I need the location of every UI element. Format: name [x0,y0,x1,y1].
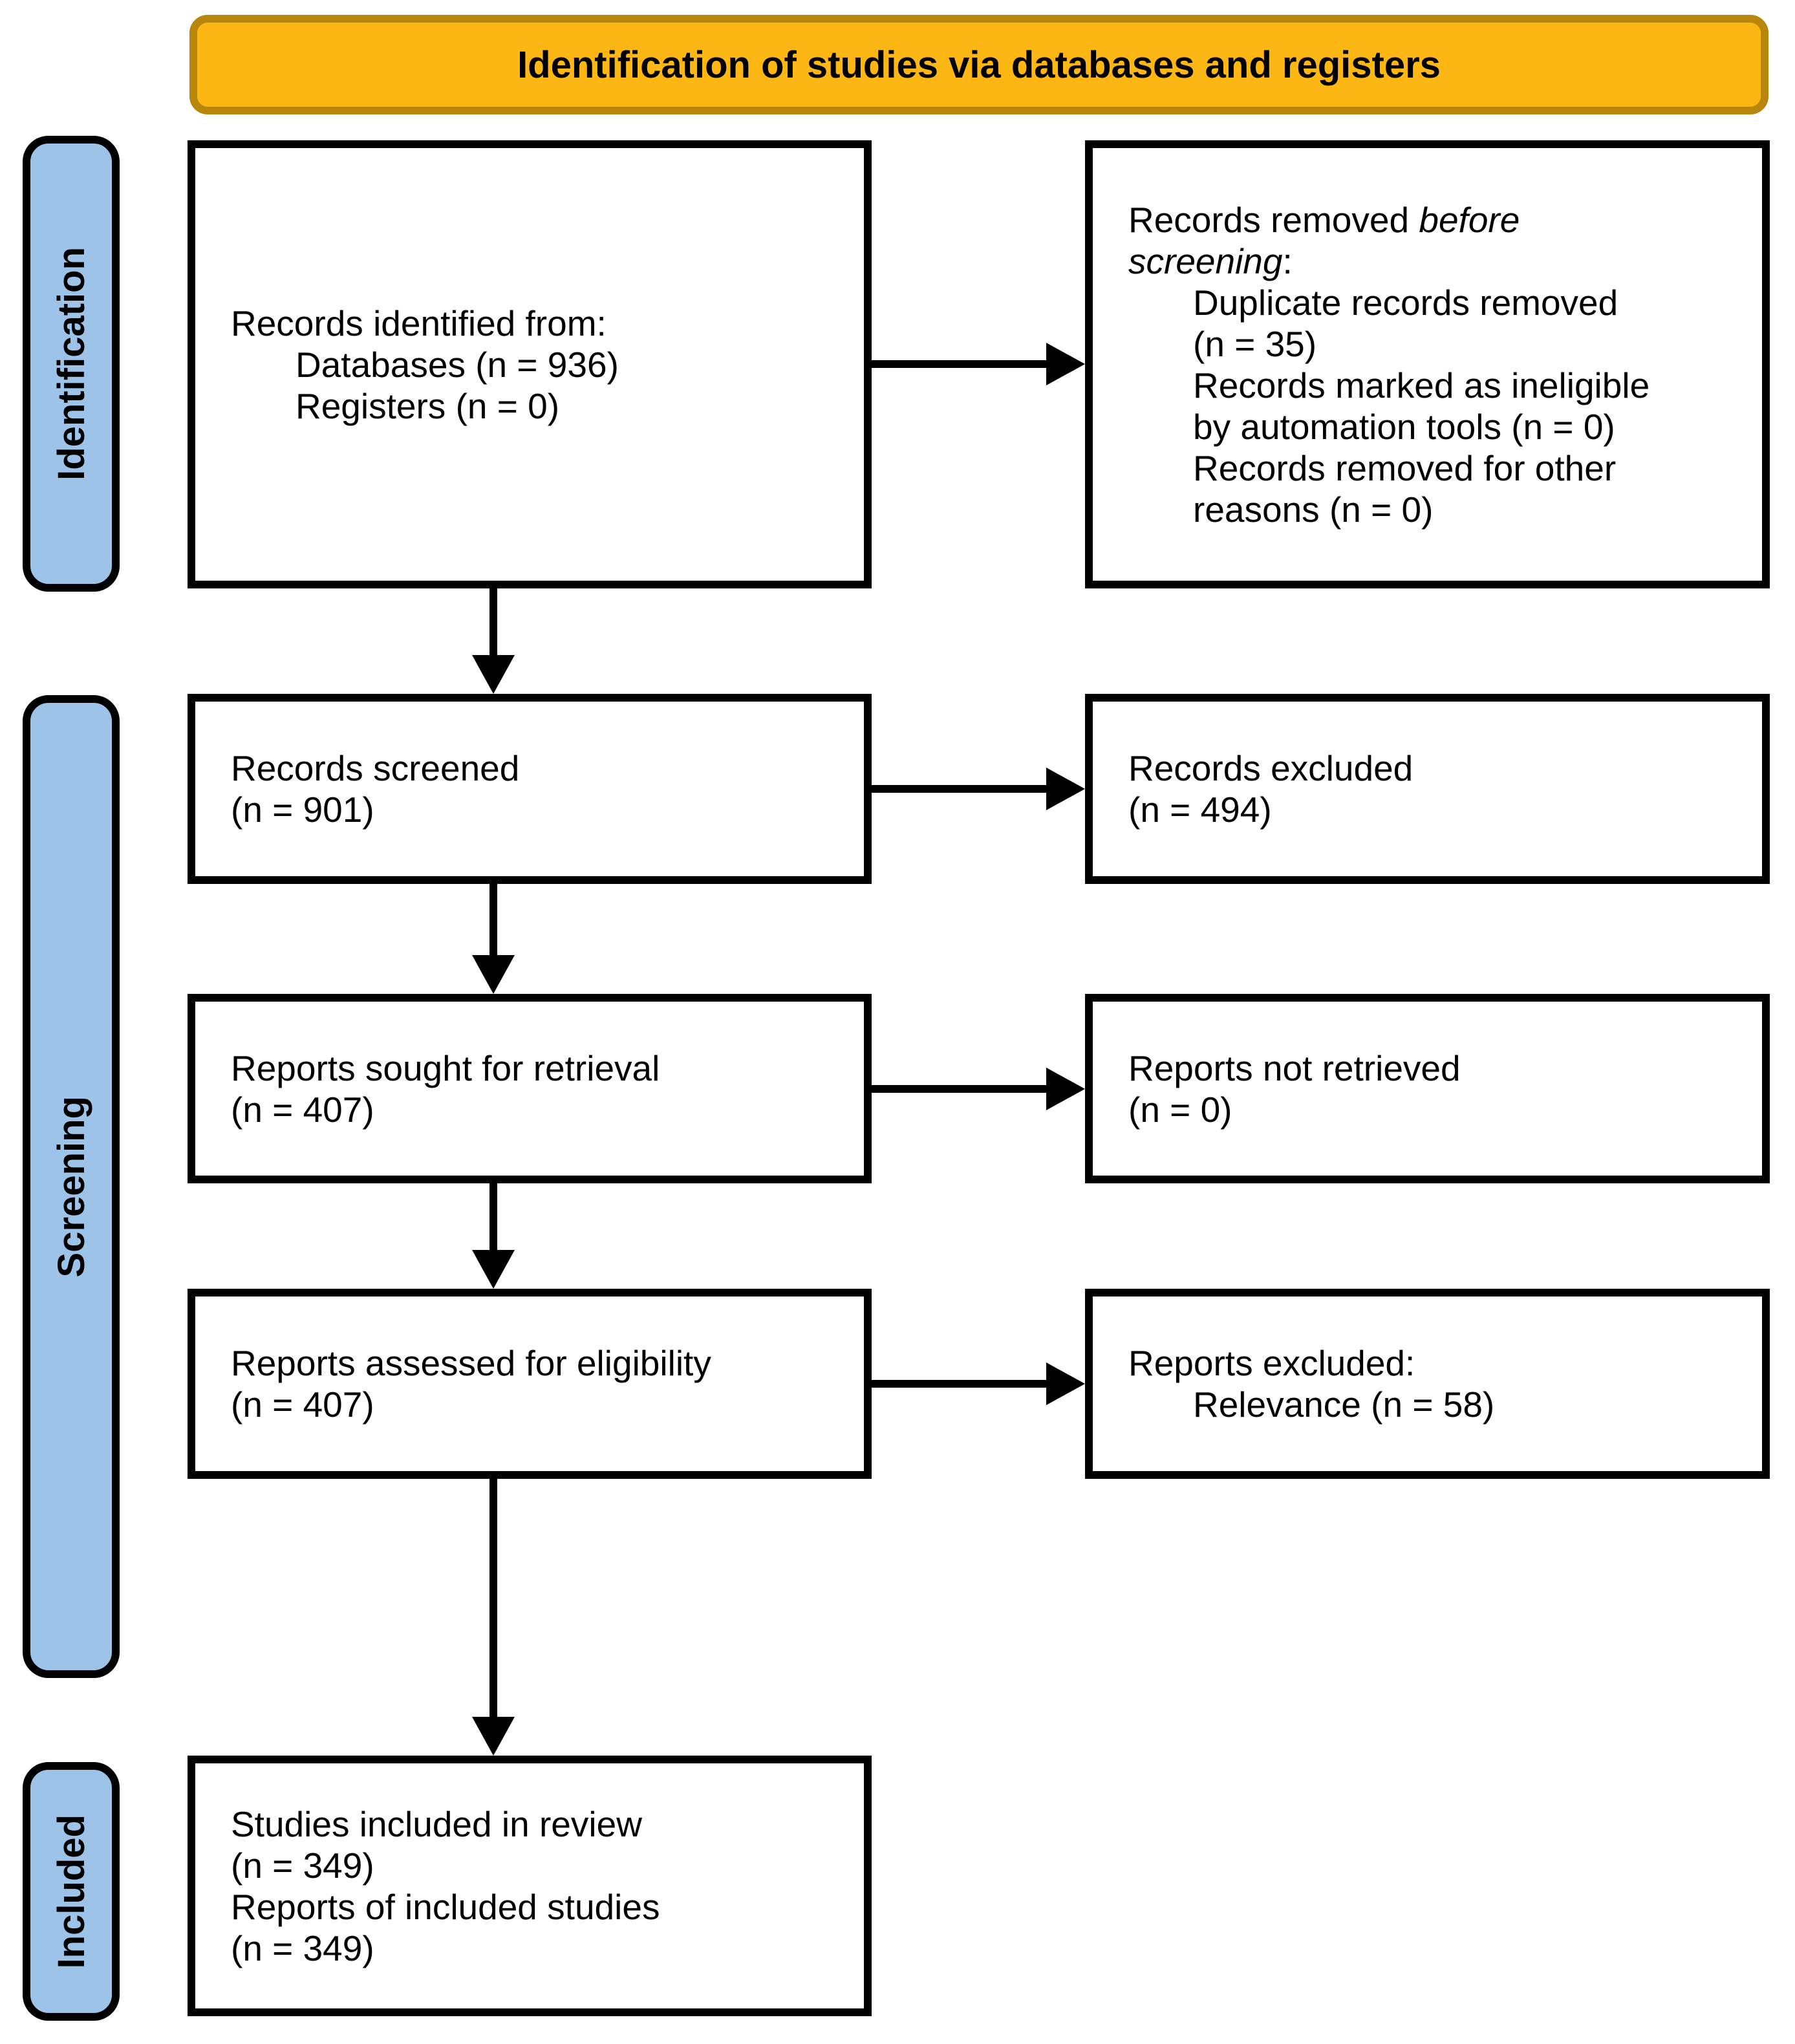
banner-title: Identification of studies via databases … [517,43,1441,86]
arrowhead-screened-to-sought [472,955,515,994]
stage-screening: Screening [23,695,120,1678]
reports-assessed-line: Reports assessed for eligibility [231,1343,711,1383]
box-reports-sought: Reports sought for retrieval (n = 407) [188,994,872,1183]
arrow-assessed-to-reports-excluded [872,1380,1049,1388]
arrowhead-sought-to-assessed [472,1250,515,1289]
reports-sought-line: Reports sought for retrieval [231,1048,660,1088]
arrowhead-screened-to-excluded [1046,768,1085,810]
records-excluded-line: Records excluded [1128,748,1413,788]
box-records-removed: Records removed before screening: Duplic… [1085,140,1770,588]
arrow-screened-to-sought [489,884,497,958]
arrow-identified-to-screened [489,588,497,658]
box-studies-included: Studies included in review (n = 349) Rep… [188,1756,872,2016]
arrow-identified-to-removed [872,360,1049,368]
arrow-assessed-to-included [489,1479,497,1720]
other-reasons-count: reasons (n = 0) [1193,489,1434,530]
records-removed-line2: screening: [1128,241,1293,281]
duplicates-removed-line: Duplicate records removed [1193,282,1618,323]
not-retrieved-line: Reports not retrieved [1128,1048,1461,1088]
stage-screening-label: Screening [50,1095,92,1278]
box-records-identified: Records identified from: Databases (n = … [188,140,872,588]
arrow-sought-to-not-retrieved [872,1085,1049,1093]
ineligible-automation-count: by automation tools (n = 0) [1193,406,1615,447]
stage-included: Included [23,1762,120,2021]
records-excluded-count: (n = 494) [1128,790,1272,830]
records-screened-count: (n = 901) [231,790,374,830]
reports-included-count: (n = 349) [231,1928,374,1968]
box-records-screened: Records screened (n = 901) [188,694,872,884]
reports-assessed-count: (n = 407) [231,1384,374,1425]
arrowhead-assessed-to-included [472,1717,515,1756]
box-reports-not-retrieved: Reports not retrieved (n = 0) [1085,994,1770,1183]
not-retrieved-count: (n = 0) [1128,1089,1232,1130]
reports-sought-count: (n = 407) [231,1089,374,1130]
reports-included-line: Reports of included studies [231,1886,660,1927]
records-removed-line1: Records removed before [1128,199,1520,240]
arrowhead-identified-to-screened [472,655,515,694]
ineligible-automation-line: Records marked as ineligible [1193,365,1650,405]
stage-included-label: Included [50,1814,92,1969]
box-reports-excluded: Reports excluded: Relevance (n = 58) [1085,1289,1770,1479]
relevance-excluded-count: Relevance (n = 58) [1193,1384,1495,1425]
box-records-excluded: Records excluded (n = 494) [1085,694,1770,884]
arrowhead-sought-to-not-retrieved [1046,1068,1085,1110]
registers-count: Registers (n = 0) [296,385,560,426]
stage-identification: Identification [23,136,120,592]
arrowhead-assessed-to-reports-excluded [1046,1362,1085,1405]
box-reports-assessed: Reports assessed for eligibility (n = 40… [188,1289,872,1479]
reports-excluded-line: Reports excluded: [1128,1343,1415,1383]
databases-count: Databases (n = 936) [296,344,619,385]
other-reasons-line: Records removed for other [1193,447,1617,488]
arrow-sought-to-assessed [489,1183,497,1253]
arrow-screened-to-excluded [872,785,1049,793]
duplicates-removed-count: (n = 35) [1193,323,1317,364]
stage-identification-label: Identification [50,247,92,480]
banner-identification-via-databases: Identification of studies via databases … [189,15,1768,114]
arrowhead-identified-to-removed [1046,343,1085,385]
studies-included-count: (n = 349) [231,1845,374,1886]
records-screened-line: Records screened [231,748,520,788]
studies-included-line: Studies included in review [231,1803,642,1844]
records-identified-line: Records identified from: [231,303,607,343]
